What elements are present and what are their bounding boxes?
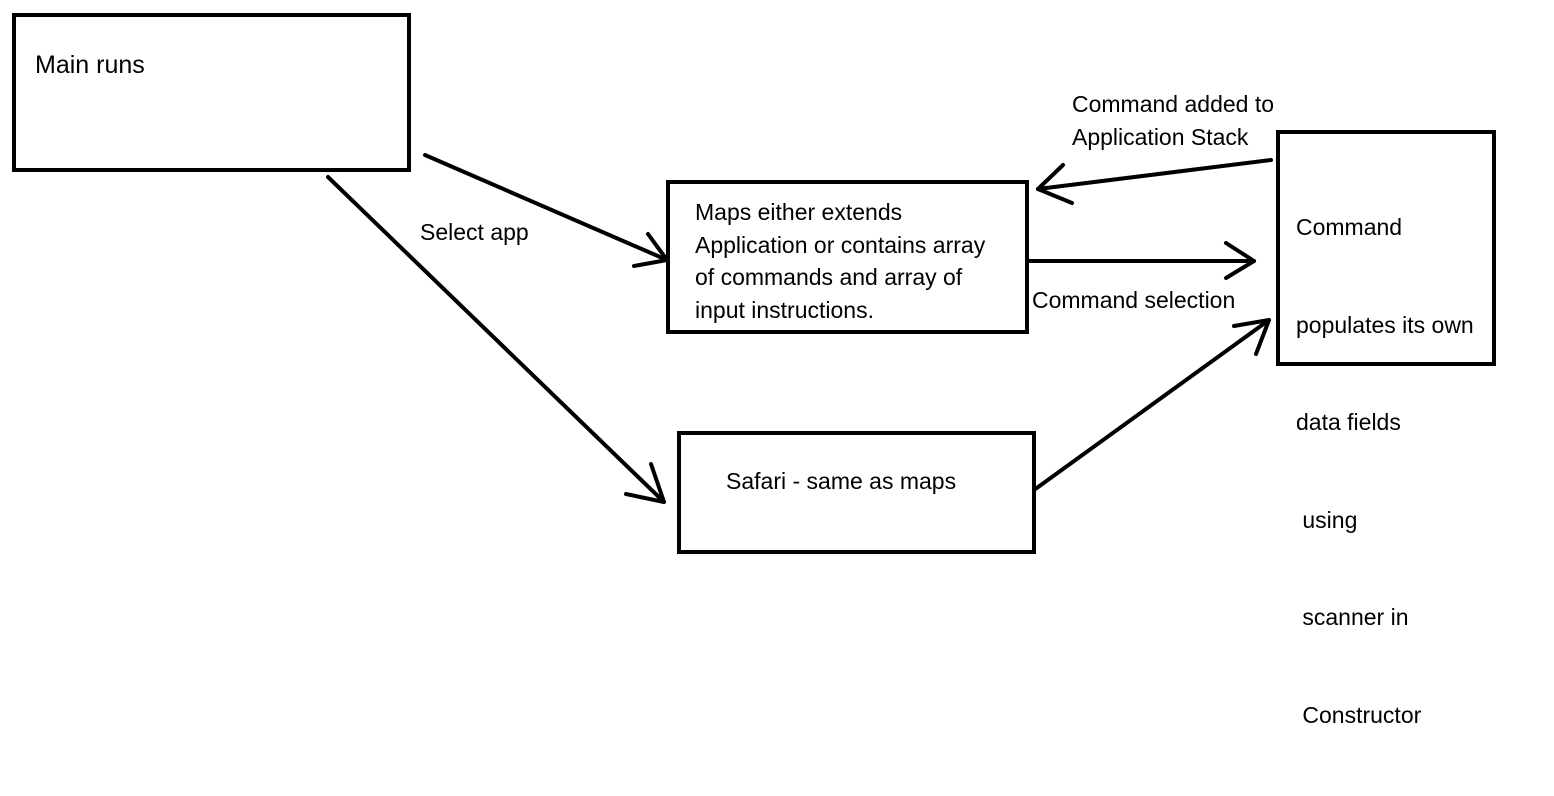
command-text-line: Constructor	[1296, 701, 1422, 728]
command-selection-label: Command selection	[1032, 287, 1236, 313]
command-text-line: scanner in	[1296, 604, 1409, 630]
maps-text-line: of commands and array of	[695, 264, 963, 290]
select-app-label: Select app	[420, 219, 529, 245]
maps-text: Maps either extends Application or conta…	[695, 196, 985, 326]
command-box: Command populates its own data fields us…	[1276, 130, 1496, 728]
command-text-line: populates its own	[1296, 311, 1474, 338]
maps-text-line: Maps either extends	[695, 199, 903, 225]
arrow-command-to-maps	[1036, 158, 1273, 205]
main-runs-label: Main runs	[35, 51, 145, 79]
command-text: Command populates its own data fields us…	[1296, 146, 1474, 796]
arrow-main-to-safari	[326, 175, 666, 504]
command-text-line: using	[1296, 506, 1358, 533]
main-runs-box: Main runs	[12, 13, 411, 172]
arrow-main-to-maps	[423, 153, 669, 268]
maps-text-line: Application or contains array	[695, 231, 986, 258]
arrow-safari-to-command	[1032, 318, 1271, 492]
command-added-label: Command added to Application Stack	[1072, 88, 1274, 153]
command-added-line: Application Stack	[1072, 123, 1249, 150]
maps-box: Maps either extends Application or conta…	[666, 180, 1029, 334]
command-added-line: Command added to	[1072, 91, 1275, 117]
command-text-line: data fields	[1296, 409, 1401, 435]
command-text-line: Command	[1296, 214, 1403, 240]
maps-text-line: input instructions.	[695, 296, 874, 323]
diagram-arrows	[326, 153, 1273, 504]
safari-box: Safari - same as maps	[677, 431, 1036, 554]
safari-label: Safari - same as maps	[726, 468, 957, 494]
arrow-maps-to-command	[1027, 241, 1256, 280]
